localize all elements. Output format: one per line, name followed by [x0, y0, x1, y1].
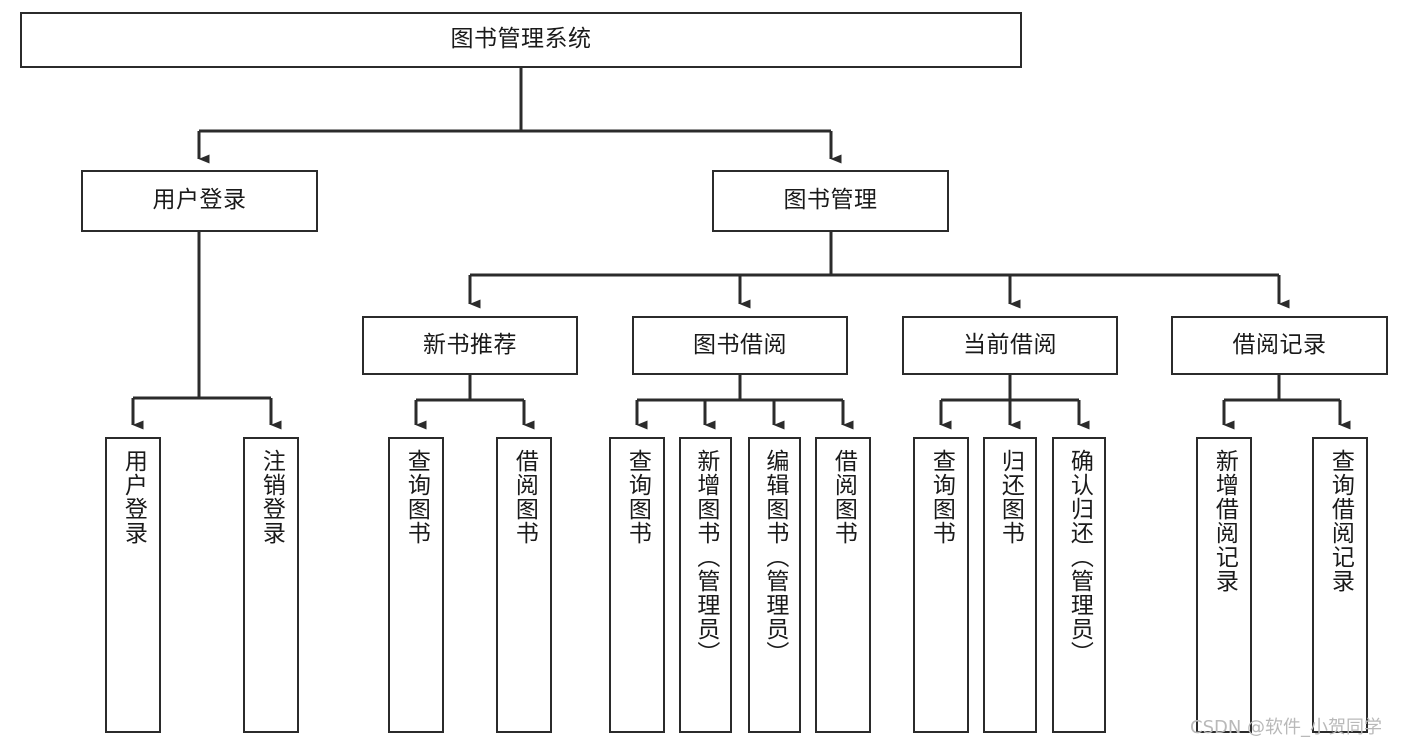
node-borrow-records[interactable]: 借阅记录 — [1171, 316, 1388, 375]
node-label: 新书推荐 — [423, 331, 517, 358]
node-label: 确认归还（管理员） — [1066, 449, 1093, 665]
node-label: 新增借阅记录 — [1211, 449, 1238, 593]
node-user-login[interactable]: 用户登录 — [81, 170, 318, 232]
edge-group-root — [197, 68, 842, 164]
node-root-system[interactable]: 图书管理系统 — [20, 12, 1022, 68]
leaf-add-book-admin[interactable]: 新增图书（管理员） — [679, 437, 732, 733]
leaf-add-borrow-record[interactable]: 新增借阅记录 — [1196, 437, 1252, 733]
node-label: 新增图书（管理员） — [692, 449, 719, 665]
node-label: 当前借阅 — [963, 331, 1057, 358]
node-book-borrow[interactable]: 图书借阅 — [632, 316, 848, 375]
node-label: 借阅图书 — [830, 449, 857, 545]
leaf-query-book-borrow[interactable]: 查询图书 — [609, 437, 665, 733]
node-label: 图书管理 — [783, 187, 878, 214]
node-book-management[interactable]: 图书管理 — [712, 170, 949, 232]
leaf-query-book-current[interactable]: 查询图书 — [913, 437, 969, 733]
edge-group-records — [1222, 375, 1351, 430]
edge-group-book-mgmt — [468, 232, 1290, 309]
node-current-borrow[interactable]: 当前借阅 — [902, 316, 1118, 375]
node-new-book-recommend[interactable]: 新书推荐 — [362, 316, 578, 375]
csdn-watermark: CSDN @软件_小贺同学 — [1190, 717, 1383, 738]
node-label: 用户登录 — [120, 449, 147, 545]
edge-group-borrow — [635, 375, 854, 430]
node-label: 查询图书 — [403, 449, 430, 545]
node-label: 借阅记录 — [1232, 331, 1327, 358]
leaf-return-book[interactable]: 归还图书 — [983, 437, 1037, 733]
leaf-borrow-book[interactable]: 借阅图书 — [815, 437, 871, 733]
edge-group-new-book — [414, 375, 535, 430]
leaf-query-book-recommend[interactable]: 查询图书 — [388, 437, 444, 733]
leaf-borrow-book-recommend[interactable]: 借阅图书 — [496, 437, 552, 733]
edge-group-current — [939, 375, 1090, 430]
node-label: 查询借阅记录 — [1327, 449, 1354, 593]
node-label: 图书管理系统 — [450, 26, 592, 53]
leaf-confirm-return-admin[interactable]: 确认归还（管理员） — [1052, 437, 1106, 733]
leaf-edit-book-admin[interactable]: 编辑图书（管理员） — [748, 437, 801, 733]
leaf-query-borrow-record[interactable]: 查询借阅记录 — [1312, 437, 1368, 733]
node-label: 图书借阅 — [693, 331, 787, 358]
node-label: 借阅图书 — [511, 449, 538, 545]
node-label: 归还图书 — [997, 449, 1024, 545]
leaf-user-login[interactable]: 用户登录 — [105, 437, 161, 733]
node-label: 查询图书 — [624, 449, 651, 545]
node-label: 用户登录 — [152, 187, 247, 214]
node-label: 查询图书 — [928, 449, 955, 545]
node-label: 编辑图书（管理员） — [761, 449, 788, 665]
edge-group-user-login — [131, 232, 282, 430]
node-label: 注销登录 — [258, 449, 285, 545]
leaf-logout[interactable]: 注销登录 — [243, 437, 299, 733]
